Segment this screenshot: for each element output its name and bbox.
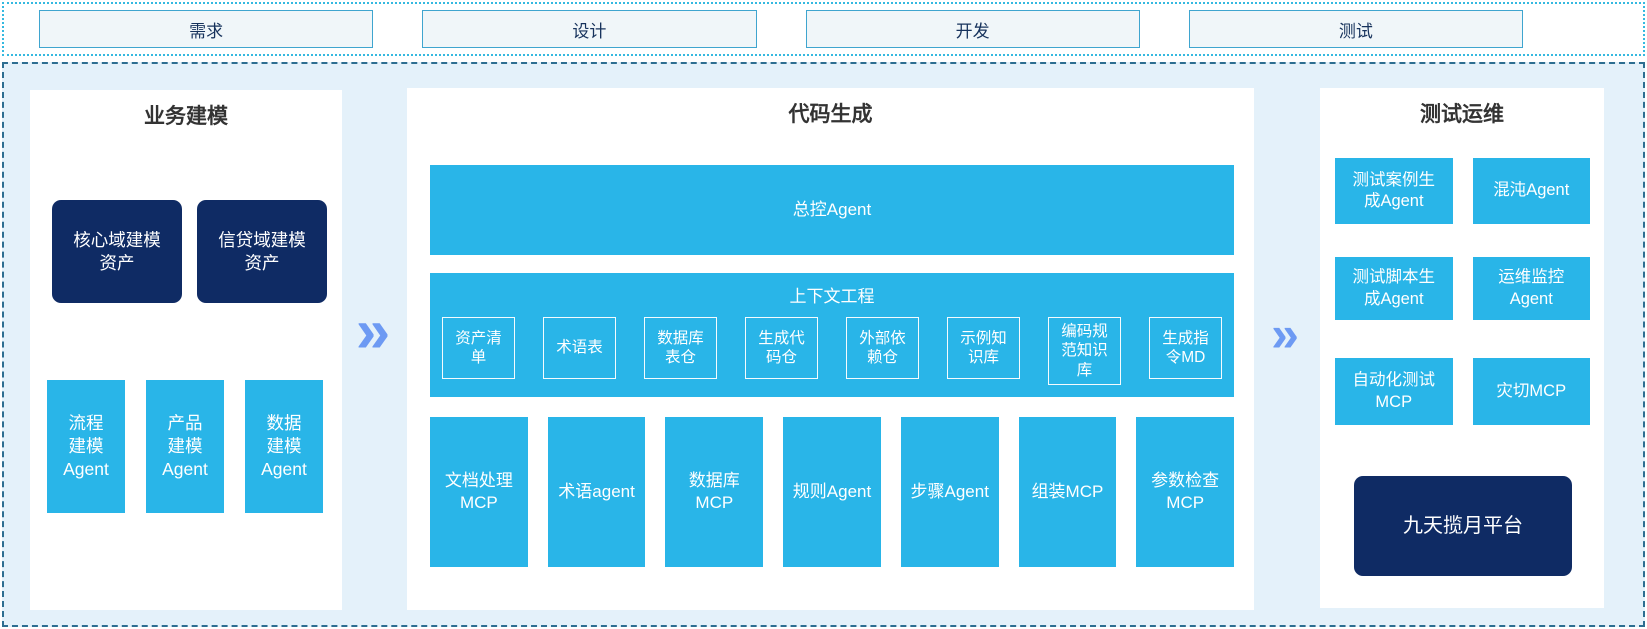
panel-code-generation: 代码生成 总控Agent 上下文工程 资产清 单 术语表 数据库 表仓 生成代 … — [407, 88, 1254, 610]
disaster-switch-mcp-box: 灾切MCP — [1472, 358, 1590, 425]
code-generation-title: 代码生成 — [788, 103, 873, 126]
generation-instructions-md-box: 生成指 令MD — [1149, 317, 1222, 379]
db-table-repo-box: 数据库 表仓 — [644, 317, 717, 379]
external-deps-repo-box: 外部依 赖仓 — [846, 317, 919, 379]
test-ops-row: 测试脚本生 成Agent 运维监控 Agent — [1335, 257, 1590, 320]
stage-testing: 测试 — [1188, 10, 1523, 48]
flow-arrow-icon: » — [1271, 306, 1299, 362]
generated-code-repo-box: 生成代 码仓 — [745, 317, 818, 379]
context-engineering-items: 资产清 单 术语表 数据库 表仓 生成代 码仓 外部依 赖仓 示例知 识库 编码… — [442, 317, 1222, 386]
automated-testing-mcp-box: 自动化测试 MCP — [1335, 358, 1453, 425]
context-engineering-block: 上下文工程 资产清 单 术语表 数据库 表仓 生成代 码仓 外部依 赖仓 示例知… — [430, 273, 1234, 398]
coding-standards-kb-box: 编码规 范知识 库 — [1048, 317, 1121, 386]
test-ops-row: 自动化测试 MCP 灾切MCP — [1335, 358, 1590, 425]
ops-monitoring-agent-box: 运维监控 Agent — [1472, 257, 1590, 320]
param-check-mcp-box: 参数检查 MCP — [1136, 417, 1235, 568]
asset-list-box: 资产清 单 — [442, 317, 515, 379]
core-domain-assets-box: 核心域建模 资产 — [52, 200, 182, 303]
test-ops-row: 测试案例生 成Agent 混沌Agent — [1335, 158, 1590, 224]
modeling-agents-row: 流程 建模 Agent 产品 建模 Agent 数据 建模 Agent — [47, 380, 323, 513]
doc-processing-mcp-box: 文档处理 MCP — [430, 417, 528, 568]
master-control-agent-bar: 总控Agent — [430, 165, 1234, 255]
context-engineering-title: 上下文工程 — [789, 287, 875, 306]
terminology-agent-box: 术语agent — [547, 417, 646, 568]
data-modeling-agent-box: 数据 建模 Agent — [245, 380, 323, 513]
modeling-assets-row: 核心域建模 资产 信贷域建模 资产 — [52, 200, 327, 303]
code-generation-content: 总控Agent 上下文工程 资产清 单 术语表 数据库 表仓 生成代 码仓 外部… — [430, 165, 1235, 568]
stage-requirements: 需求 — [39, 10, 374, 48]
test-case-gen-agent-box: 测试案例生 成Agent — [1335, 158, 1453, 224]
chaos-agent-box: 混沌Agent — [1472, 158, 1590, 224]
panel-test-ops: 测试运维 测试案例生 成Agent 混沌Agent 测试脚本生 成Agent 运… — [1320, 88, 1604, 608]
steps-agent-box: 步骤Agent — [900, 417, 999, 568]
jiutian-lanyue-platform-box: 九天揽月平台 — [1354, 476, 1572, 576]
example-knowledge-base-box: 示例知 识库 — [947, 317, 1020, 379]
process-modeling-agent-box: 流程 建模 Agent — [47, 380, 125, 513]
stage-design: 设计 — [422, 10, 757, 48]
main-canvas: 业务建模 核心域建模 资产 信贷域建模 资产 流程 建模 Agent 产品 建模… — [2, 62, 1645, 627]
panel-business-modeling: 业务建模 核心域建模 资产 信贷域建模 资产 流程 建模 Agent 产品 建模… — [30, 90, 342, 610]
stage-development: 开发 — [805, 10, 1140, 48]
pipeline-stage-bar: 需求 设计 开发 测试 — [2, 2, 1645, 56]
test-ops-title: 测试运维 — [1420, 103, 1504, 126]
rules-agent-box: 规则Agent — [783, 417, 881, 568]
glossary-box: 术语表 — [543, 317, 616, 379]
product-modeling-agent-box: 产品 建模 Agent — [146, 380, 224, 513]
assembly-mcp-box: 组装MCP — [1018, 417, 1117, 568]
credit-domain-assets-box: 信贷域建模 资产 — [197, 200, 327, 303]
database-mcp-box: 数据库 MCP — [665, 417, 764, 568]
flow-arrow-icon: » — [355, 297, 391, 366]
code-generation-tools-row: 文档处理 MCP 术语agent 数据库 MCP 规则Agent 步骤Agent… — [430, 417, 1235, 568]
test-script-gen-agent-box: 测试脚本生 成Agent — [1335, 257, 1453, 320]
business-modeling-title: 业务建模 — [144, 105, 228, 128]
